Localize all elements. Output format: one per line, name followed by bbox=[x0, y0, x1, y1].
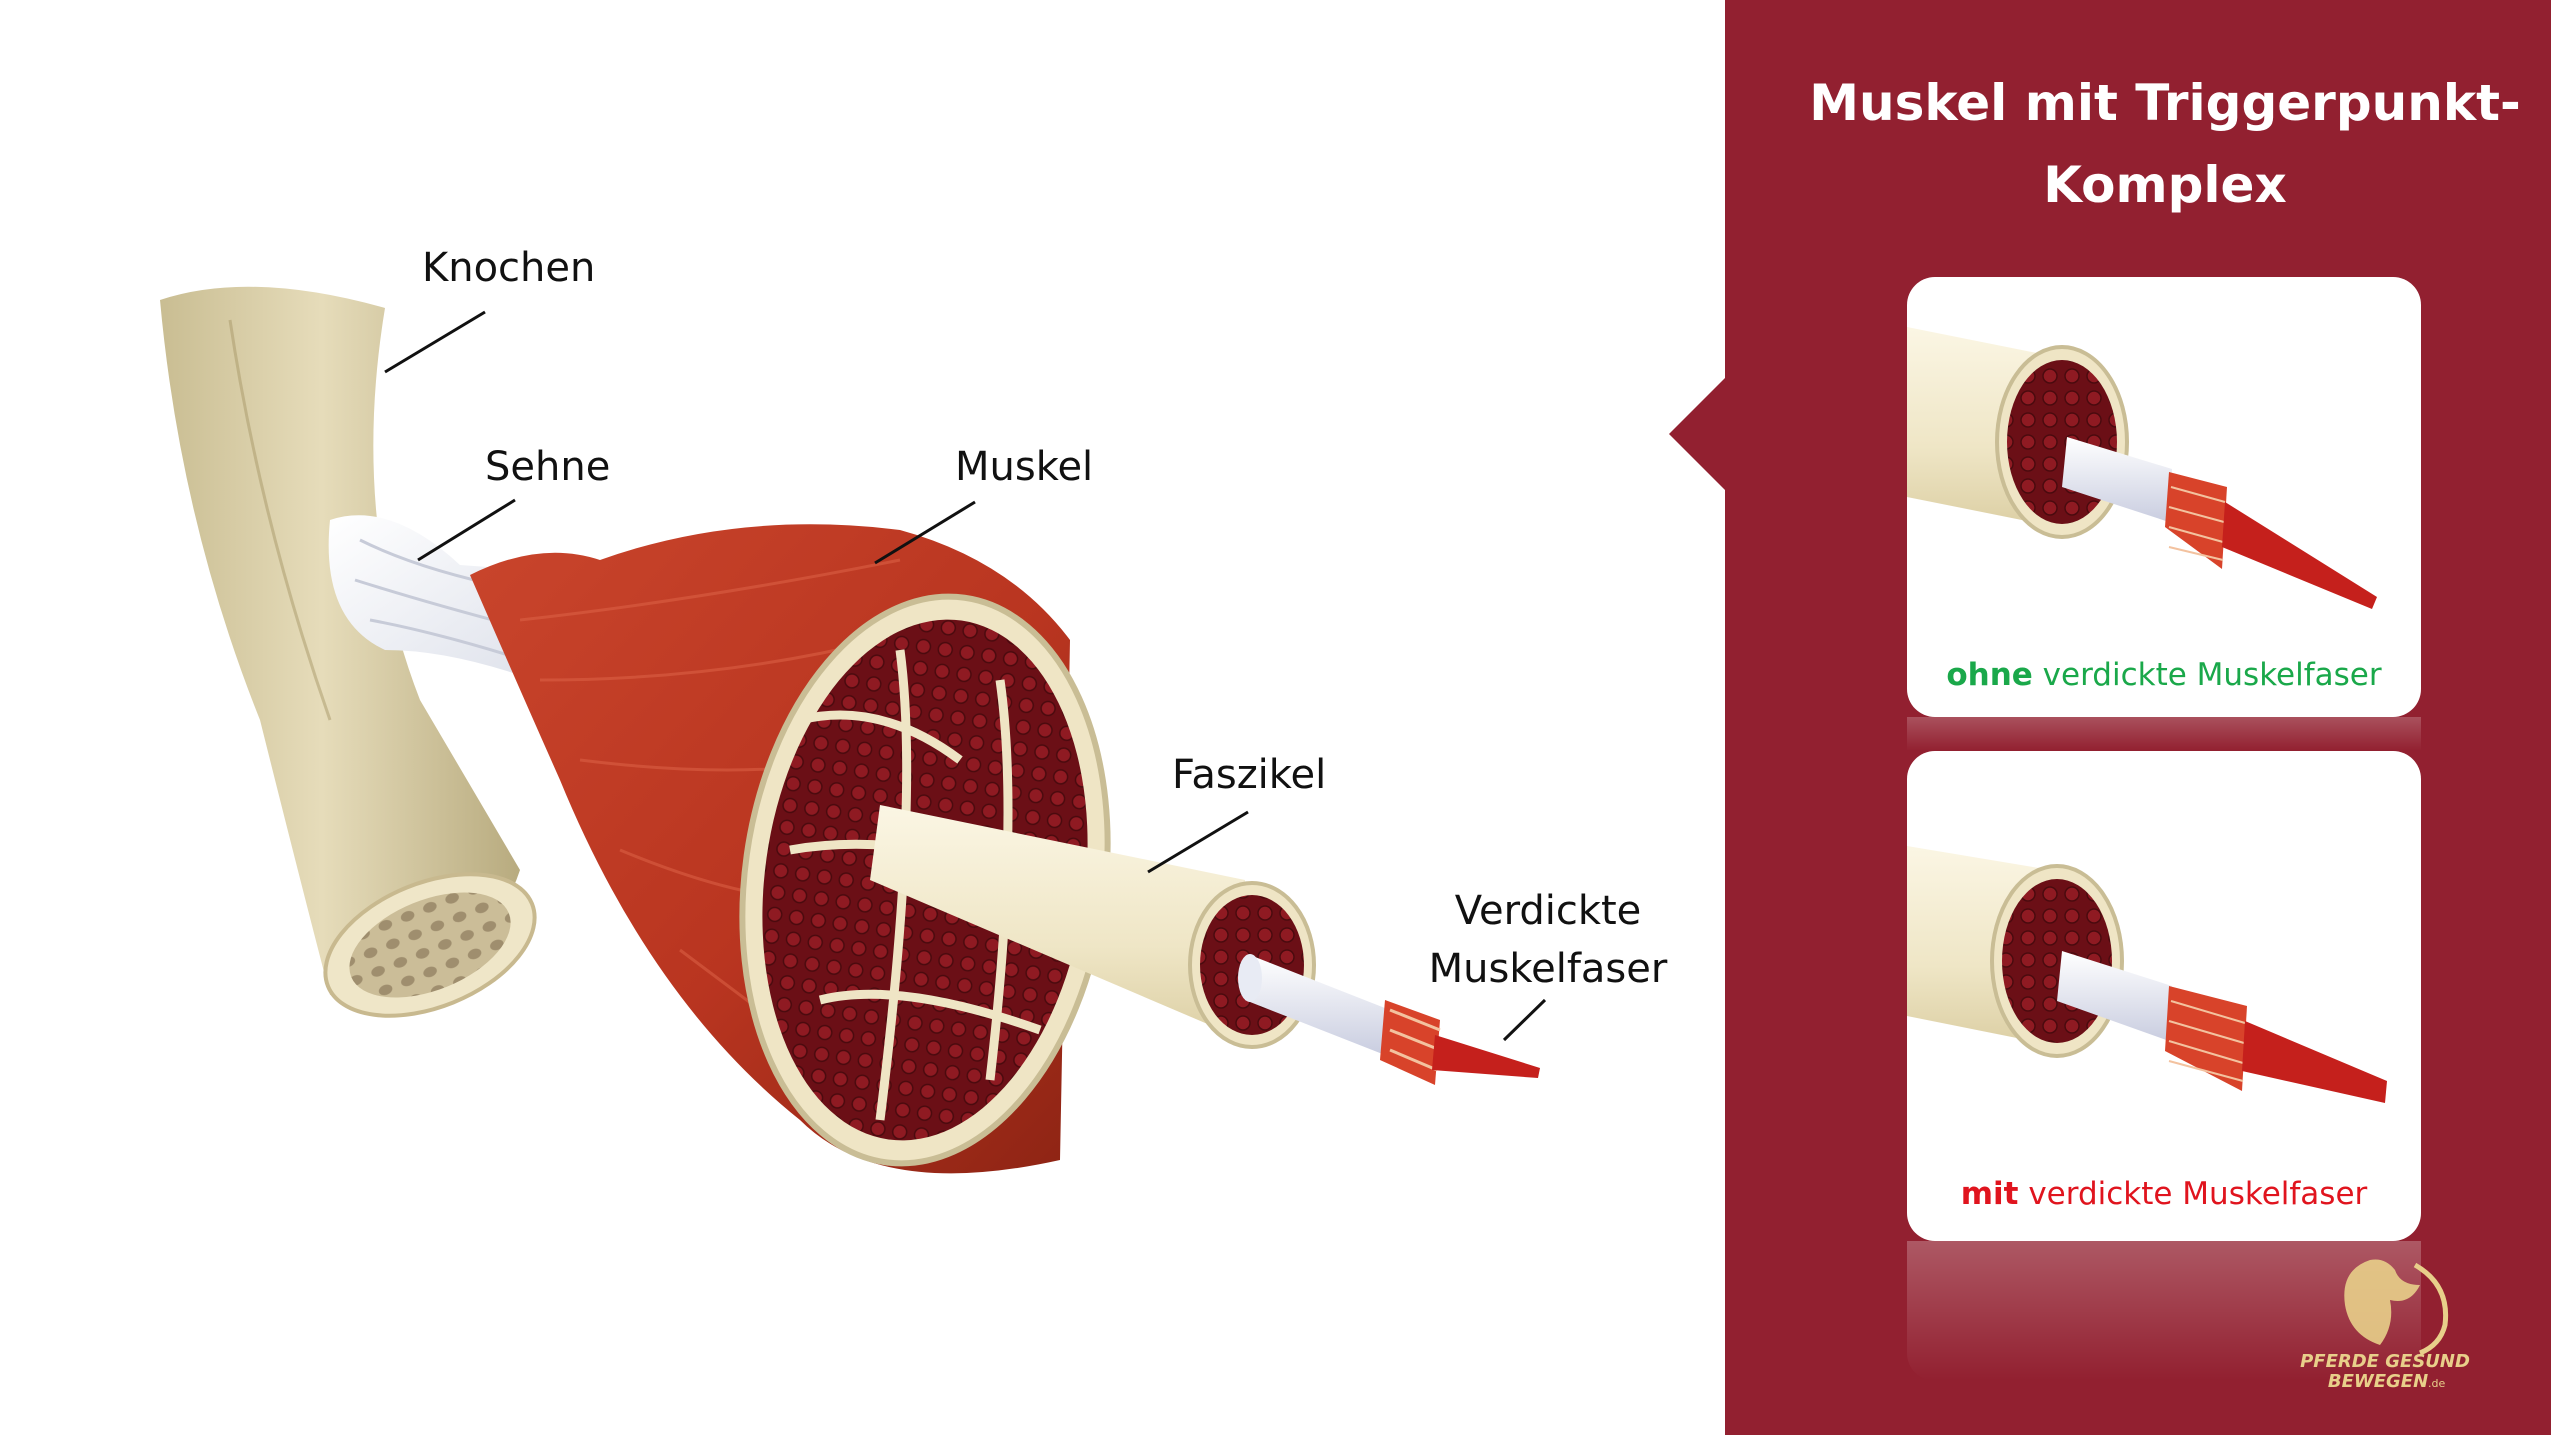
label-faser-line1: Verdickte bbox=[1454, 888, 1642, 934]
leader-lines bbox=[384, 310, 1547, 1042]
panel-title: Muskel mit Triggerpunkt- Komplex bbox=[1780, 62, 2550, 226]
pferde-gesund-bewegen-logo: PFERDE GESUND BEWEGEN .de bbox=[2300, 1259, 2470, 1392]
card-without-thickened-fiber: ohne verdickte Muskelfaser bbox=[1907, 277, 2421, 717]
caption-without: ohne verdickte Muskelfaser bbox=[1907, 657, 2421, 693]
card-with-thickened-fiber: mit verdickte Muskelfaser bbox=[1907, 751, 2421, 1241]
label-faser-line2: Muskelfaser bbox=[1428, 946, 1668, 992]
label-faszikel: Faszikel bbox=[1172, 752, 1327, 798]
panel-title-line1: Muskel mit Triggerpunkt- bbox=[1809, 74, 2521, 132]
logo-line2: BEWEGEN bbox=[2328, 1371, 2428, 1392]
logo-line1: PFERDE GESUND bbox=[2300, 1351, 2470, 1372]
panel-pointer bbox=[1669, 378, 1725, 490]
card-reflection-bottom bbox=[1907, 1241, 2421, 1381]
label-muskel: Muskel bbox=[955, 444, 1094, 490]
caption-without-keyword: ohne bbox=[1946, 657, 2033, 693]
label-knochen: Knochen bbox=[422, 245, 596, 291]
caption-with-rest: verdickte Muskelfaser bbox=[2018, 1176, 2368, 1212]
label-sehne: Sehne bbox=[485, 444, 611, 490]
bone bbox=[160, 286, 537, 1018]
caption-with: mit verdickte Muskelfaser bbox=[1907, 1176, 2421, 1212]
fiber-thumbnail-normal bbox=[1907, 327, 2377, 609]
fiber-thumbnail-thickened bbox=[1907, 846, 2387, 1103]
panel-title-line2: Komplex bbox=[2043, 156, 2287, 214]
logo-suffix: .de bbox=[2428, 1377, 2445, 1390]
thickened-muscle-fiber bbox=[1238, 954, 1540, 1085]
muscle bbox=[470, 524, 1111, 1174]
caption-with-keyword: mit bbox=[1960, 1176, 2019, 1212]
label-verdickte-muskelfaser: Verdickte Muskelfaser bbox=[1428, 882, 1668, 998]
caption-without-rest: verdickte Muskelfaser bbox=[2032, 657, 2382, 693]
muscle-anatomy-diagram bbox=[160, 286, 1547, 1174]
card-reflection bbox=[1907, 717, 2421, 751]
